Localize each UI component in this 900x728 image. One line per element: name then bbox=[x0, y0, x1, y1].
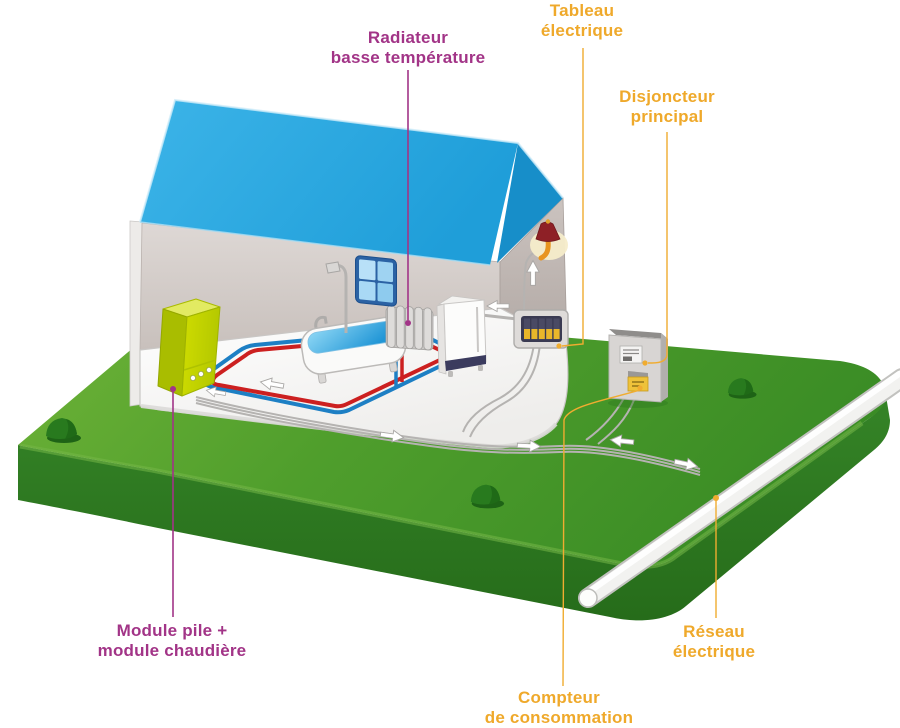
bathtub bbox=[300, 315, 407, 384]
shower bbox=[325, 261, 348, 333]
lamp-shade bbox=[535, 221, 561, 242]
label-tableau-electrique: Tableau électrique bbox=[540, 1, 624, 40]
outdoor-breaker-box bbox=[608, 329, 668, 408]
ground-front-edge-highlight bbox=[19, 420, 864, 569]
meter-display bbox=[619, 345, 643, 364]
leader-compteur bbox=[562, 389, 641, 687]
fridge-base-band bbox=[445, 355, 486, 371]
roof-eave-edge bbox=[139, 221, 491, 266]
roof-edges bbox=[139, 98, 564, 223]
window bbox=[355, 255, 397, 307]
pipe-end-cap bbox=[578, 588, 598, 608]
breaker-modules bbox=[524, 318, 560, 340]
meter-box-cables bbox=[585, 397, 635, 445]
label-reseau-electrique: Réseau électrique bbox=[672, 622, 756, 661]
label-disjoncteur: Disjoncteur principal bbox=[619, 87, 715, 126]
network-pipe bbox=[578, 368, 900, 608]
wall-lamp bbox=[530, 219, 568, 261]
label-compteur: Compteur de consommation bbox=[484, 688, 634, 727]
lamp-stand bbox=[538, 237, 551, 261]
loop-cold-pipe bbox=[202, 328, 460, 415]
fuel-cell-module bbox=[157, 298, 221, 397]
fridge bbox=[436, 295, 487, 377]
module-front-face bbox=[181, 306, 221, 397]
label-radiateur: Radiateur basse température bbox=[330, 28, 486, 67]
leader-lines bbox=[170, 48, 719, 687]
panel-to-floor-cables bbox=[462, 343, 541, 438]
roof-gable bbox=[497, 143, 563, 263]
label-module-pile: Module pile + module chaudière bbox=[97, 621, 247, 660]
main-conduit bbox=[195, 396, 701, 476]
breaker-panel bbox=[513, 309, 569, 349]
cables bbox=[195, 249, 701, 476]
roof-front-slope bbox=[140, 100, 518, 265]
radiator bbox=[385, 304, 434, 351]
leader-tableau bbox=[561, 48, 584, 347]
leader-disjoncteur bbox=[648, 132, 668, 364]
ground-side-face bbox=[18, 396, 890, 621]
house bbox=[129, 98, 569, 449]
